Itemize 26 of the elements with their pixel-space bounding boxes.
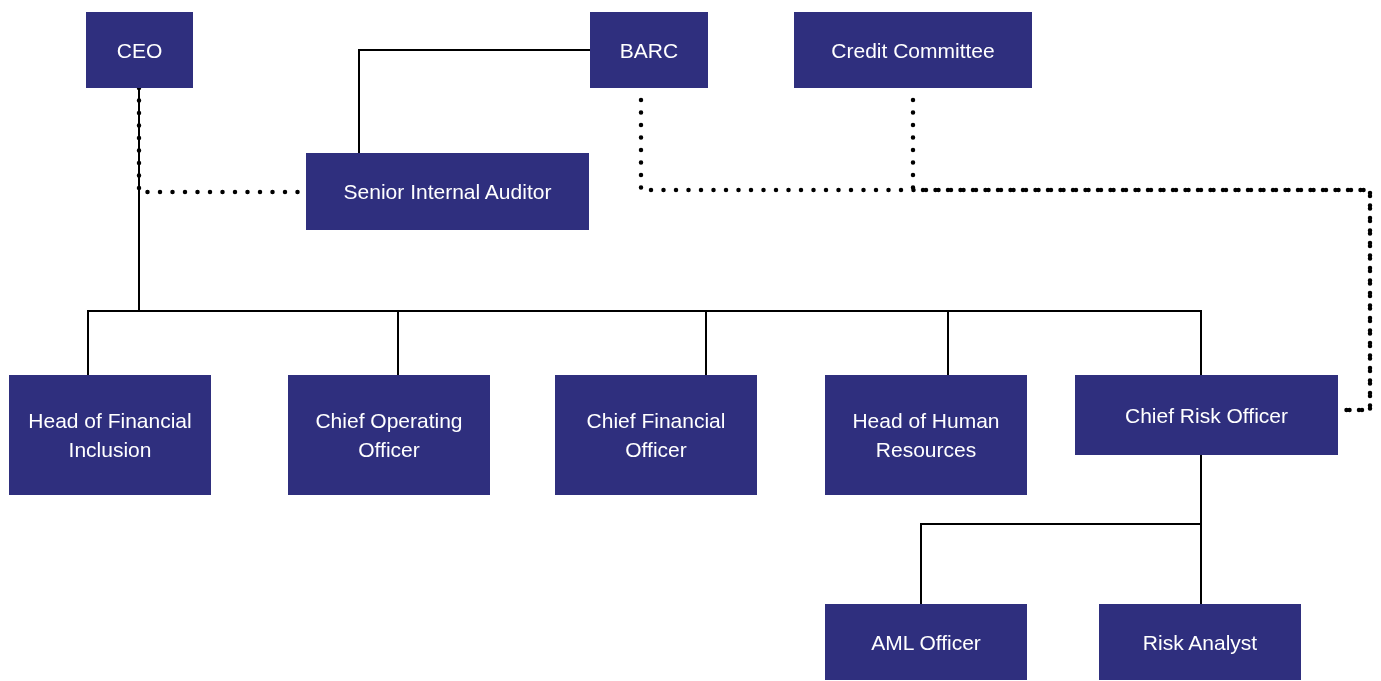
role-box xyxy=(794,12,1032,88)
dotted-connector xyxy=(638,97,1373,413)
role-box xyxy=(590,12,708,88)
connector-line xyxy=(358,49,591,154)
role-title: BARC xyxy=(619,37,679,64)
role-box xyxy=(306,153,589,230)
role-title: Senior Internal Auditor xyxy=(343,179,552,205)
role-title: Chief Risk Officer xyxy=(1125,402,1288,429)
role-box xyxy=(288,375,490,495)
role-box xyxy=(86,12,193,88)
role-box xyxy=(9,375,211,495)
role-title: Risk Analyst xyxy=(1142,629,1258,656)
role-box xyxy=(825,604,1027,680)
role-box xyxy=(555,375,757,495)
role-box xyxy=(1075,375,1338,455)
role-title: Chief Financial Officer xyxy=(585,408,727,463)
role-box xyxy=(1099,604,1301,680)
dotted-connector xyxy=(910,97,1373,413)
connector-line xyxy=(1200,454,1202,605)
role-title: Head of Human Resources xyxy=(851,408,1001,463)
role-title: AML Officer xyxy=(871,629,981,656)
role-title: CEO xyxy=(116,37,163,64)
role-title: Head of Financial Inclusion xyxy=(27,408,193,463)
role-box xyxy=(825,375,1027,495)
role-title: Credit Committee xyxy=(831,37,995,64)
role-title: Chief Operating Officer xyxy=(314,408,464,463)
